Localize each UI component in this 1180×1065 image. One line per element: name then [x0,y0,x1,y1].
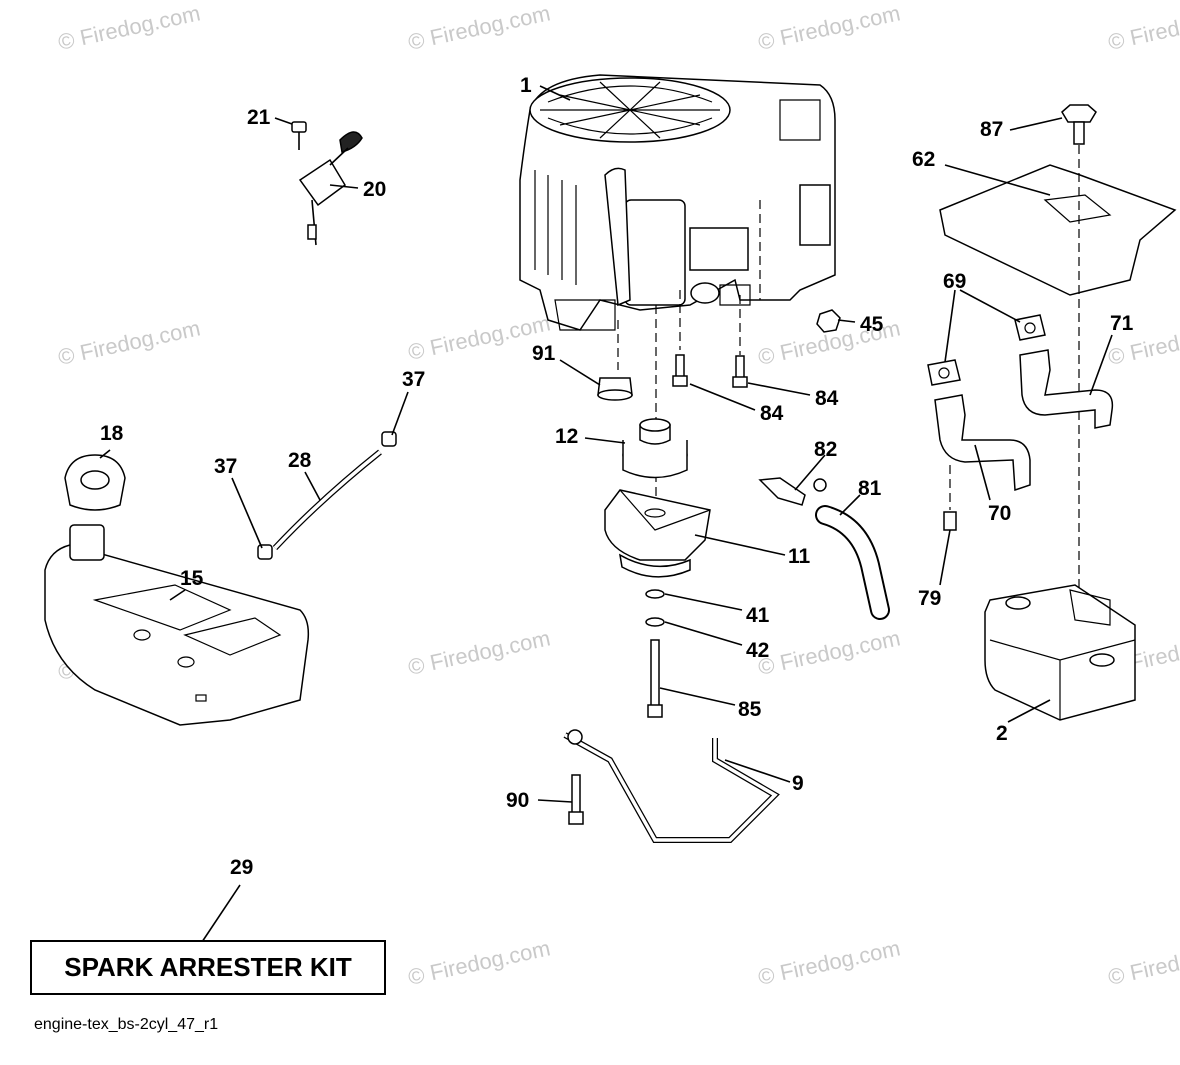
washer-part [645,589,665,627]
callout-69: 69 [943,270,966,293]
callout-15: 15 [180,567,204,590]
watermark: © Firedog.com [406,935,553,990]
bolt-part [647,639,663,718]
coolant-hose-part [815,505,890,620]
callout-18: 18 [100,422,124,445]
nut-part [816,309,841,333]
exhaust-gasket-part [927,314,1046,386]
callout-62: 62 [912,148,935,171]
exhaust-pipe-part [934,349,1114,531]
callout-37: 37 [402,368,425,391]
watermark: © Firedog.com [406,310,553,365]
callout-28: 28 [288,449,312,472]
heat-shield-part [939,104,1177,590]
watermark: © Firedog.com [756,935,903,990]
bolt-part [672,354,748,388]
callout-41: 41 [746,604,770,627]
callout-29: 29 [230,856,253,879]
callout-11: 11 [788,545,811,568]
spark-arrester-kit-label: SPARK ARRESTER KIT [30,940,386,995]
callout-85: 85 [738,698,762,721]
callout-71: 71 [1110,312,1134,335]
watermark: © Firedog.com [1106,935,1180,990]
watermark: © Firedog.com [406,625,553,680]
callout-45: 45 [860,313,884,336]
watermark: © Firedog.com [756,625,903,680]
bracket-part [563,729,780,843]
pulley-part [622,418,688,479]
clutch-part [604,489,711,578]
watermark: © Firedog.com [56,315,203,370]
diagram-caption: engine-tex_bs-2cyl_47_r1 [34,1016,219,1033]
callout-81: 81 [858,477,882,500]
fuel-cap-part [64,454,126,511]
callout-20: 20 [363,178,386,201]
choke-control-part [291,121,363,246]
callout-82: 82 [814,438,837,461]
fuel-tank-part [44,524,310,726]
callout-87: 87 [980,118,1003,141]
callout-labels: 1 21 20 87 62 69 71 45 91 84 84 37 37 18… [100,74,1134,879]
callout-90: 90 [506,789,529,812]
watermark: © Firedog.com [406,0,553,55]
callout-42: 42 [746,639,769,662]
callout-79: 79 [918,587,941,610]
callout-2: 2 [996,722,1008,745]
muffler-part [984,584,1136,721]
engine-part [519,74,836,520]
fuel-filter-part [758,477,827,506]
watermark: © Firedog.com [1106,0,1180,55]
callout-21: 21 [247,106,271,129]
leader-lines [99,85,1113,946]
bolt-part [568,774,584,825]
callout-37: 37 [214,455,237,478]
watermark: © Firedog.com [756,0,903,55]
callout-12: 12 [555,425,578,448]
callout-9: 9 [792,772,804,795]
spacer-part [597,377,633,401]
callout-84: 84 [760,402,784,425]
callout-70: 70 [988,502,1011,525]
watermark: © Firedog.com [56,0,203,55]
fuel-hose-part [257,431,397,560]
callout-91: 91 [532,342,556,365]
callout-84: 84 [815,387,839,410]
callout-1: 1 [520,74,532,97]
